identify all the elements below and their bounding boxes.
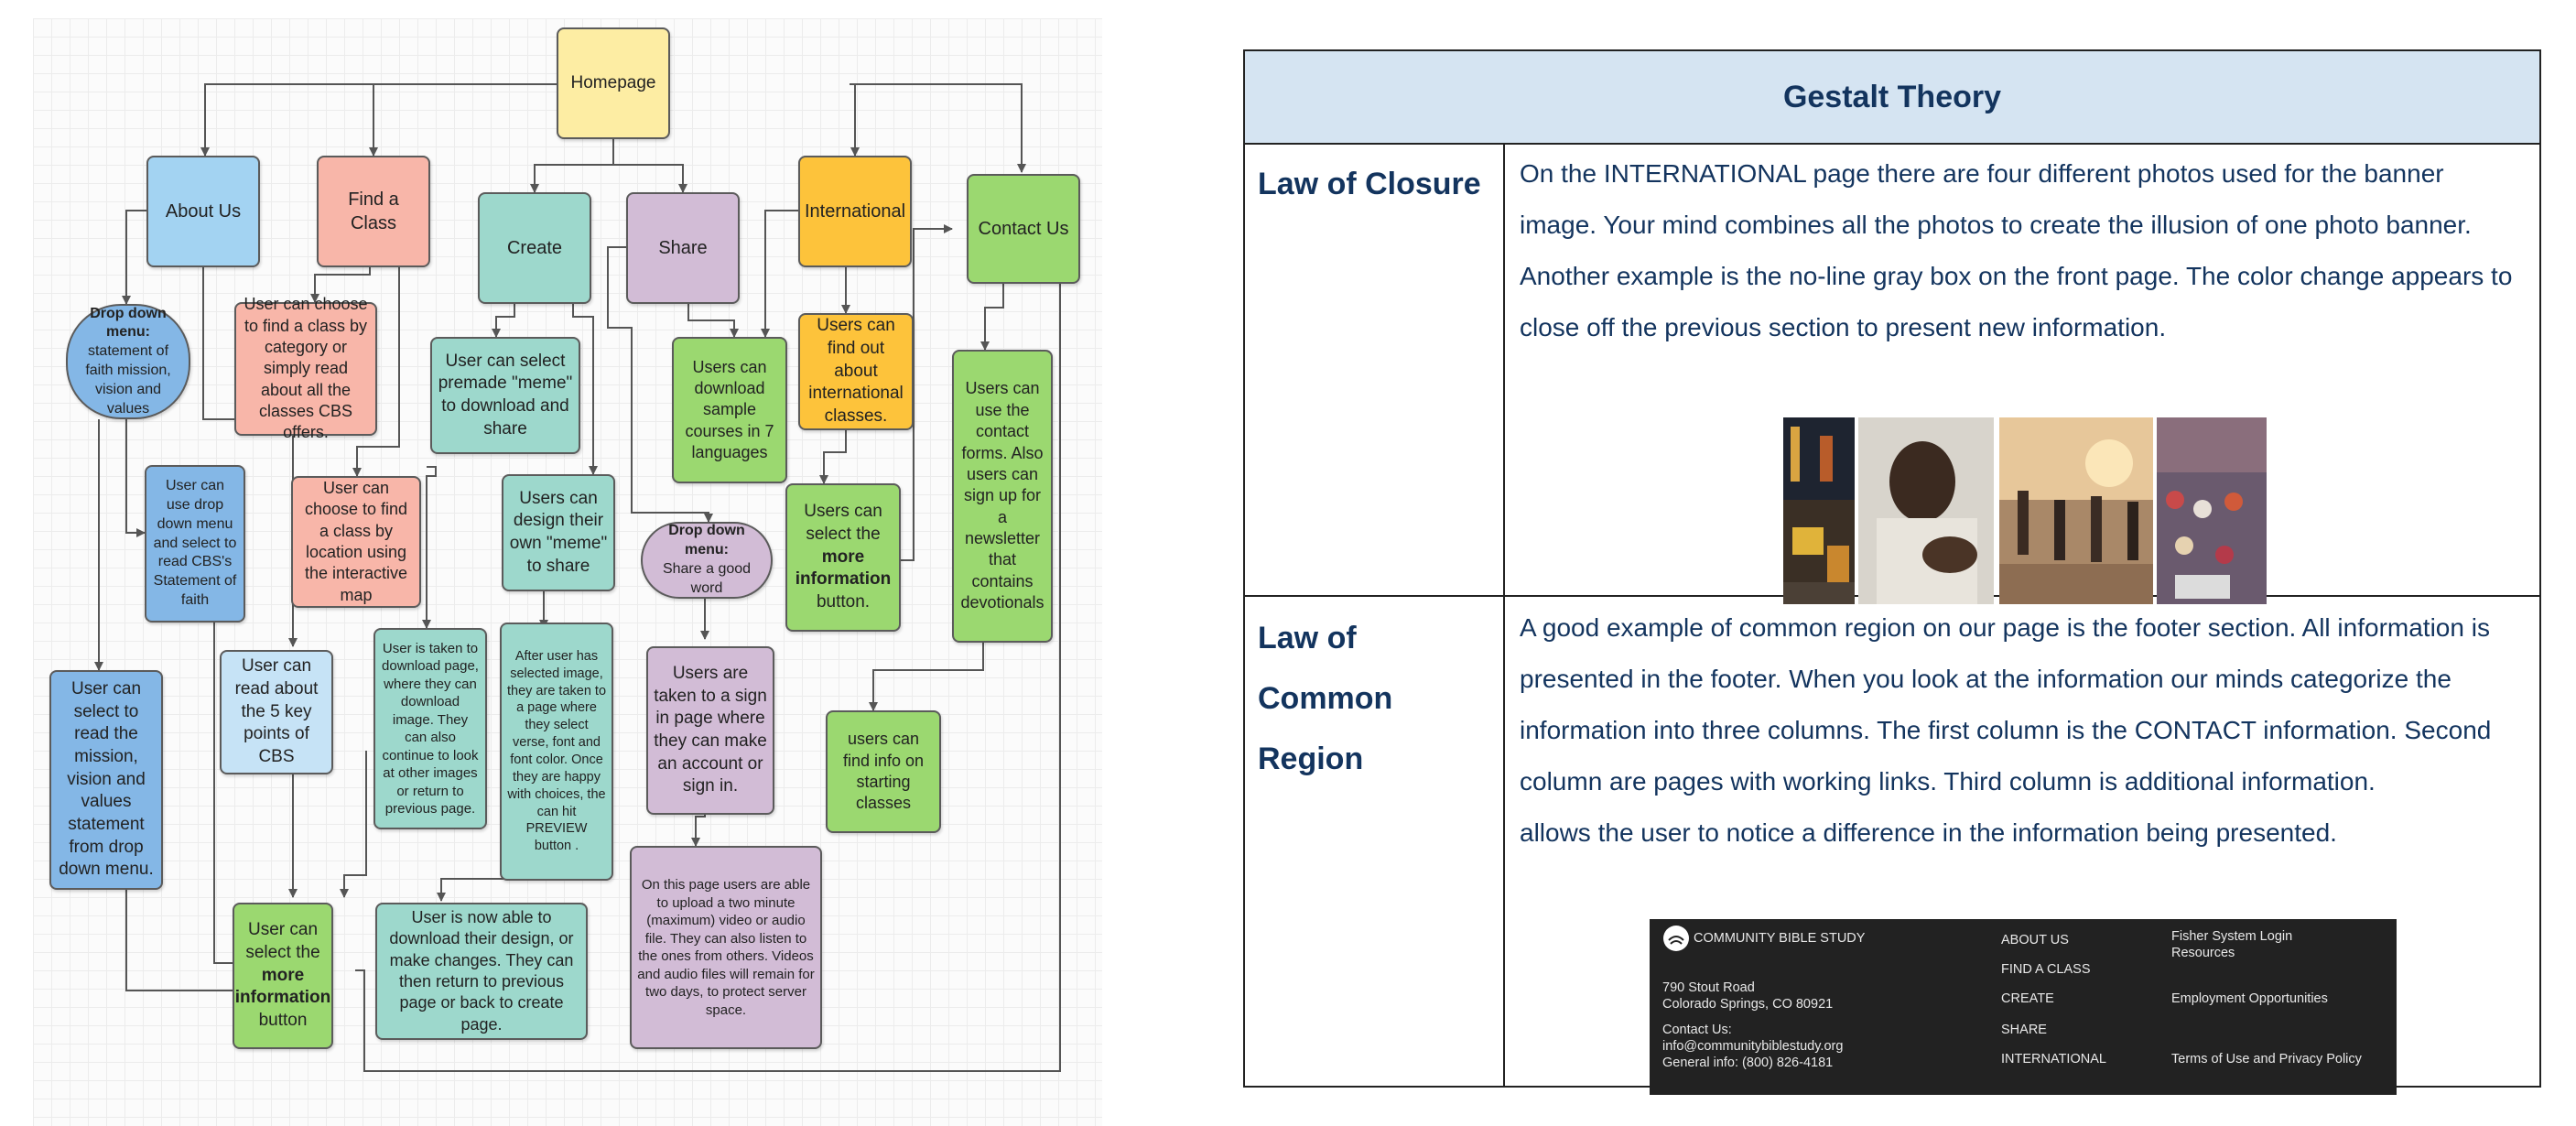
banner-photo-city [1783,417,1855,604]
connector [200,83,557,157]
share-node: Share [626,192,740,304]
law-of-closure-row: Law of Closure On the INTERNATIONAL page… [1245,143,2539,604]
download-page-node: User is taken to download page, where th… [373,628,487,829]
read-statement-node: User can use drop down menu and select t… [145,465,245,623]
share-dropdown-node: Drop down menu: Share a good word [641,522,773,599]
footer-resources: Resources [2171,946,2235,960]
law-of-closure-label: Law of Closure [1245,143,1505,595]
connector [819,430,847,484]
connector [572,304,598,475]
gestalt-theory-table: Gestalt Theory Law of Closure On the INT… [1243,49,2541,1095]
connector [607,246,713,523]
footer-link-international: INTERNATIONAL [2001,1052,2106,1066]
law-of-common-region-row: Law of Common Region A good example of c… [1245,597,2539,1095]
sign-in-node: Users are taken to a sign in page where … [646,646,774,815]
download-design-node: User is now able to download their desig… [375,903,588,1040]
connector [761,210,798,338]
connector [869,643,984,711]
law-of-common-region-label: Law of Common Region [1245,597,1505,1086]
starting-classes-node: users can find info on starting classes [826,710,941,833]
sitemap-flowchart: Homepage About Us Find a Class Create Sh… [33,18,1102,1126]
upload-media-node: On this page users are able to upload a … [630,846,822,1049]
law-of-common-region-description: A good example of common region on our p… [1520,613,2492,847]
about-us-node: About Us [146,156,260,267]
connector [125,872,254,995]
contact-us-node: Contact Us [967,174,1080,284]
connector [422,466,437,629]
footer-contact-label: Contact Us: [1662,1023,1732,1037]
connector [980,284,1004,351]
international-banner-image [1783,417,2267,604]
create-node: Create [478,192,591,304]
banner-photo-crowd-sunset [1999,417,2153,604]
cbs-logo-icon [1663,926,1689,951]
connector [612,139,687,193]
law-of-closure-description: On the INTERNATIONAL page there are four… [1520,159,2513,341]
footer-brand: COMMUNITY BIBLE STUDY [1694,931,1866,946]
footer-link-about: ABOUT US [2001,933,2069,947]
find-a-class-node: Find a Class [317,156,430,267]
table-title: Gestalt Theory [1245,51,2539,145]
more-info-node: User can select the more information but… [233,903,333,1049]
about-dropdown-node: Drop down menu: statement of faith missi… [66,304,190,419]
five-key-points-node: User can read about the 5 key points of … [220,650,333,774]
footer-screenshot: COMMUNITY BIBLE STUDY 790 Stout Road Col… [1650,919,2397,1095]
connector [492,304,515,338]
connector [530,139,614,193]
footer-phone: General info: (800) 826-4181 [1662,1056,1834,1070]
connector [340,751,367,898]
connector [687,304,739,338]
flowchart-connectors [94,83,1065,1072]
connector [850,83,860,157]
international-node: International [798,156,912,267]
footer-terms: Terms of Use and Privacy Policy [2171,1052,2362,1066]
select-meme-node: User can select premade "meme" to downlo… [430,337,580,454]
international-info-node: Users can find out about international c… [798,313,914,430]
footer-address-line1: 790 Stout Road [1662,980,1755,995]
banner-photo-market [2157,417,2267,604]
intl-more-info-node: Users can select the more information bu… [785,483,901,632]
connector [352,267,400,477]
after-selected-image-node: After user has selected image, they are … [500,623,613,881]
footer-link-find-class: FIND A CLASS [2001,962,2091,977]
connector [125,419,146,537]
download-samples-node: Users can download sample courses in 7 l… [672,337,787,483]
choose-category-node: User can choose to find a class by categ… [234,295,377,441]
design-meme-node: Users can design their own "meme" to sha… [502,474,615,591]
footer-employment: Employment Opportunities [2171,991,2328,1006]
choose-location-node: User can choose to find a class by locat… [291,476,421,608]
footer-email: info@communitybiblestudy.org [1662,1039,1844,1054]
footer-link-share: SHARE [2001,1023,2047,1037]
connector [355,246,1065,1072]
connector [850,83,1026,173]
connector [369,83,557,157]
read-mission-node: User can select to read the mission, vis… [49,670,163,890]
footer-address-line2: Colorado Springs, CO 80921 [1662,997,1834,1012]
footer-fisher-login: Fisher System Login [2171,929,2293,944]
contact-forms-node: Users can use the contact forms. Also us… [952,350,1053,643]
banner-photo-man-reading [1858,417,1994,604]
footer-link-create: CREATE [2001,991,2054,1006]
connector [310,267,371,303]
homepage-node: Homepage [557,27,670,139]
